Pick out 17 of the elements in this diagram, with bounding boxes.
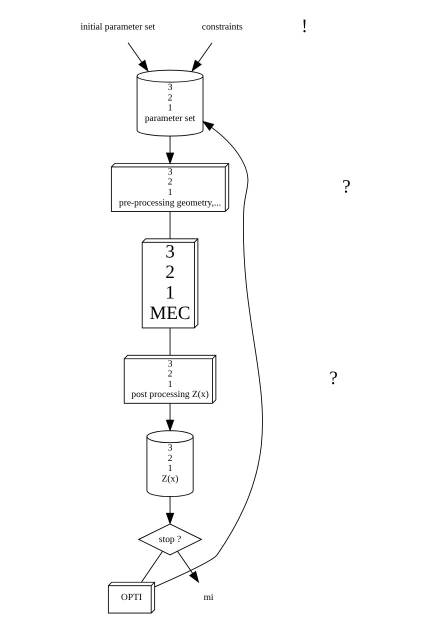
connector (169, 211, 170, 239)
label: ! (300, 16, 308, 38)
node-text: constraints (201, 22, 242, 33)
node-text: mi (203, 593, 214, 604)
node-text: initial parameter set (80, 22, 155, 33)
arrow (165, 496, 174, 525)
node-diamond: stop ? (137, 524, 202, 556)
connector (169, 328, 170, 356)
arrow (154, 120, 262, 588)
label: ? (328, 368, 338, 390)
arrow (165, 402, 174, 432)
label: ? (342, 176, 350, 198)
connector (140, 551, 162, 582)
arrow (190, 42, 212, 72)
arrow (176, 551, 199, 584)
arrow (127, 42, 148, 72)
arrow (165, 136, 174, 165)
